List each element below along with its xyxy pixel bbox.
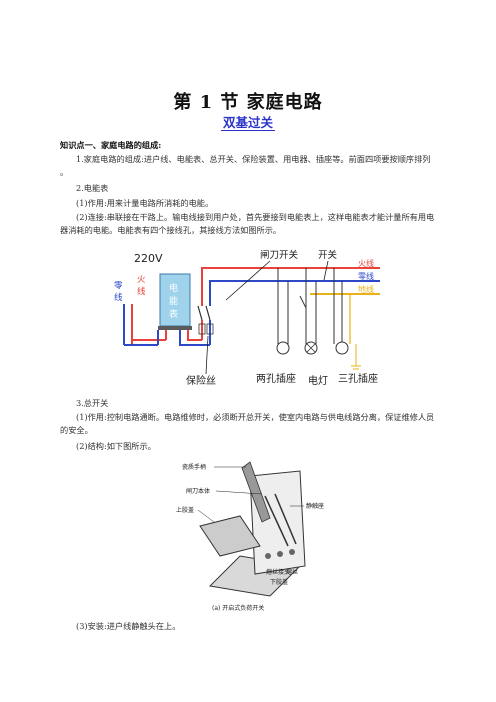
paragraph-meter-connection: (2)连接:串联接在干路上。输电线接到用户处，首先要接到电能表上，这样电能表才能… (60, 212, 435, 235)
household-circuit-diagram: 220V 零 线 火 线 电 能 表 闸 (114, 249, 380, 387)
terminal-dot-3 (289, 549, 295, 555)
knife-switch-label: 闸刀开关 (260, 249, 299, 261)
knife-blade-1 (264, 495, 289, 547)
label-fuse-wire: 熔丝 (286, 568, 298, 576)
lamp-switch-blade (299, 295, 307, 309)
fuse-label: 保险丝 (186, 374, 216, 387)
page-title: 第 1 节 家庭电路 (173, 92, 323, 113)
switch-pointer (323, 260, 329, 281)
label-fuse-terminal: 熔丝接头 (266, 568, 290, 576)
label-static-contact: 静触座 (306, 502, 324, 510)
lamp-cross (306, 343, 316, 353)
lamp-label: 电灯 (308, 374, 328, 387)
neutral-label-char-1: 零 (114, 281, 123, 291)
fuse-pointer (205, 335, 209, 375)
out-ground-label: 地线 (358, 284, 374, 294)
label-upper-cover: 上胶盖 (176, 506, 194, 514)
paragraph-switch-structure: (2)结构:如下图所示。 (76, 441, 156, 451)
terminal-dot-1 (265, 553, 271, 559)
neutral-label-char-2: 线 (114, 292, 123, 303)
two-pin-socket-label: 两孔插座 (256, 372, 296, 385)
neutral-label: 零 线 (114, 281, 123, 303)
label-lower-cover: 下胶盖 (270, 578, 288, 586)
meter-label-char-1: 电 (169, 282, 178, 294)
live-label-char-2: 线 (137, 286, 146, 297)
paragraph-meter-function: (1)作用:用来计量电路所消耗的电能。 (76, 198, 214, 208)
page-subtitle: 双基过关 (0, 112, 496, 131)
paragraph-switch-install: (3)安装:进户线静触头在上。 (76, 621, 181, 631)
fuse-live (198, 323, 206, 335)
terminal-dot-2 (277, 551, 283, 557)
paragraph-switch-function: (1)作用:控制电路通断。电路维修时，必须断开总开关，使室内电路与供电线路分离，… (60, 412, 435, 435)
meter-label-char-2: 能 (169, 295, 178, 307)
label-knife-body: 闸刀本体 (186, 487, 210, 495)
knife-switch-structure-figure: 瓷质手柄 闸刀本体 上胶盖 静触座 熔丝接头 熔丝 下胶盖 (a) 开启式负荷开… (176, 461, 324, 612)
item-heading-meter: 2.电能表 (76, 183, 109, 193)
paragraph-composition: 1.家庭电路的组成:进户线、电能表、总开关、保险装置、用电器、插座等。前面四项要… (60, 154, 431, 177)
pointer-knife-body (215, 490, 263, 495)
meter-label-char-3: 表 (169, 308, 178, 320)
two-pin-socket-symbol (276, 341, 290, 355)
three-pin-socket-symbol (335, 341, 349, 355)
handle-shape (241, 461, 271, 523)
fuse-neutral (206, 323, 214, 335)
subtitle-text: 双基过关 (220, 115, 275, 131)
three-pin-socket-label: 三孔插座 (338, 372, 378, 385)
live-main-bus (201, 267, 380, 306)
out-neutral-label: 零线 (358, 271, 374, 281)
live-meter-out-wire (187, 330, 202, 341)
knife-switch-blade-live (197, 305, 203, 321)
section-heading: 知识点一、家庭电路的组成: (60, 140, 162, 150)
meter-terminal-block (158, 326, 192, 330)
out-live-label: 火线 (358, 258, 374, 268)
item-heading-main-switch: 3.总开关 (76, 398, 109, 408)
label-handle: 瓷质手柄 (182, 463, 206, 471)
neutral-main-bus (209, 280, 380, 306)
neutral-meter-out-wire (179, 330, 210, 346)
live-label: 火 线 (137, 275, 146, 297)
knife-blade-2 (274, 493, 297, 545)
pointer-upper-cover (197, 509, 215, 523)
upper-cover-shape (199, 515, 261, 557)
knife-switch-blade-neutral (205, 305, 211, 321)
switch-label: 开关 (318, 249, 338, 261)
figure-caption: (a) 开启式负荷开关 (212, 604, 264, 612)
voltage-label: 220V (134, 252, 163, 265)
ground-symbol (351, 344, 361, 370)
knife-switch-pointer (225, 260, 271, 301)
live-label-char-1: 火 (137, 275, 146, 285)
